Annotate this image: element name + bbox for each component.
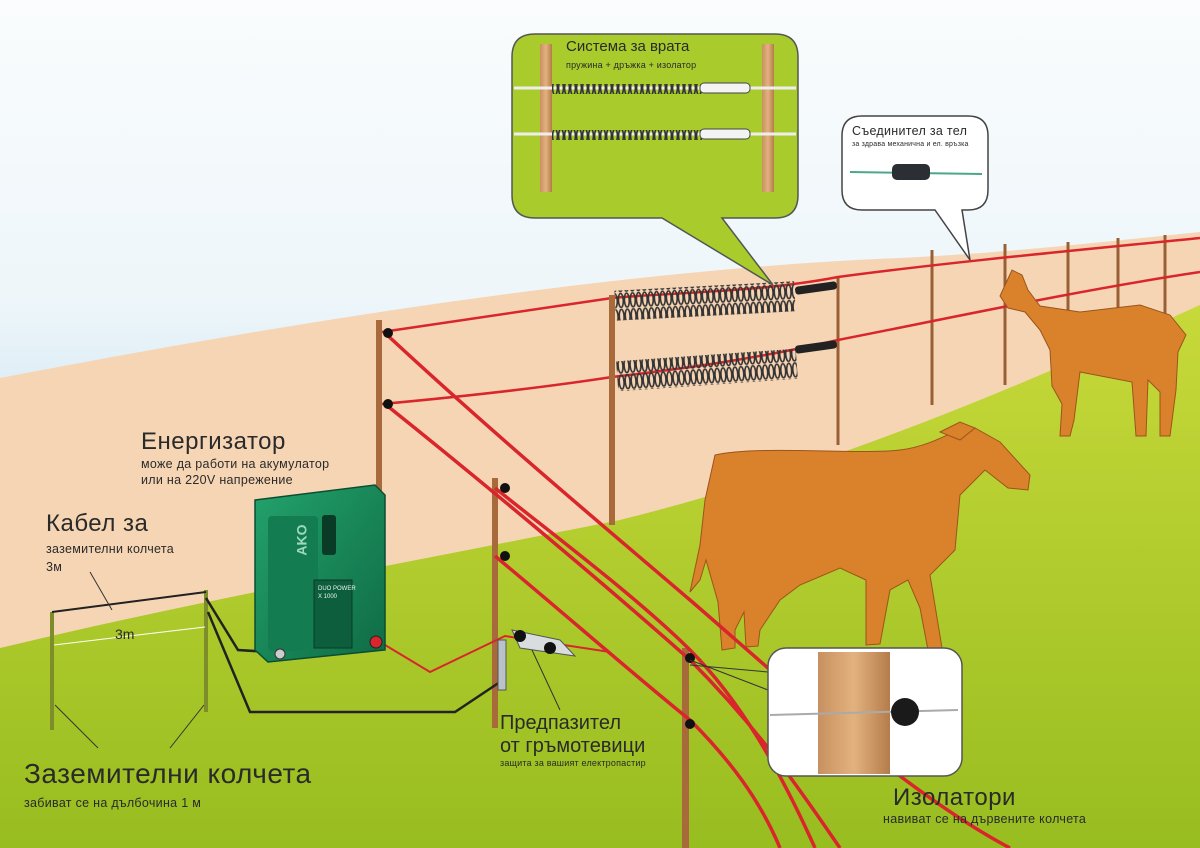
insulator-callout (767, 647, 963, 777)
energizer-line1: може да работи на акумулатор (141, 457, 330, 471)
gate-title: Система за врата (566, 38, 690, 55)
insulators-title: Изолатори (893, 784, 1016, 811)
gate-handle-upper (795, 281, 837, 295)
cable-line1: заземителни колчета (46, 542, 175, 556)
insulator-points (383, 328, 695, 729)
ground-rods (50, 590, 208, 730)
pointer-lines (54, 571, 769, 749)
energizer-title: Енергизатор (141, 428, 286, 455)
cable-line2: 3м (46, 560, 63, 574)
cable-title: Кабел за (46, 510, 149, 537)
energizer-line2: или на 220V напрежение (141, 473, 293, 487)
protector-title-1: Предпазител (500, 712, 621, 734)
gate-callout (511, 33, 799, 286)
energizer-brand: AKO (293, 524, 310, 556)
energizer-model-2: X 1000 (318, 594, 338, 600)
rods-subtitle: забиват се на дълбочина 1 м (24, 796, 202, 810)
insulators-subtitle: навиват се на дървените колчета (883, 812, 1087, 826)
lightning-protector (497, 629, 577, 691)
gate-spring-lower (616, 348, 798, 392)
horse (999, 269, 1187, 437)
rods-title: Заземителни колчета (24, 758, 312, 789)
protector-subtitle: защита за вашият електропастир (500, 758, 646, 768)
span-label: 3m (115, 626, 135, 642)
cow (689, 421, 1031, 651)
posts (376, 295, 689, 848)
gate-handle-lower (795, 340, 837, 354)
connector-title: Съединител за тел (852, 124, 968, 138)
energizer-model-1: DUO POWER (318, 586, 356, 592)
connector-callout (841, 115, 989, 261)
connector-subtitle: за здрава механична и ел. връзка (852, 141, 969, 148)
gate-spring-upper (614, 281, 796, 321)
energizer-device (254, 484, 386, 663)
protector-title-2: от гръмотевици (500, 735, 646, 757)
gate-subtitle: пружина + дръжка + изолатор (566, 60, 697, 70)
